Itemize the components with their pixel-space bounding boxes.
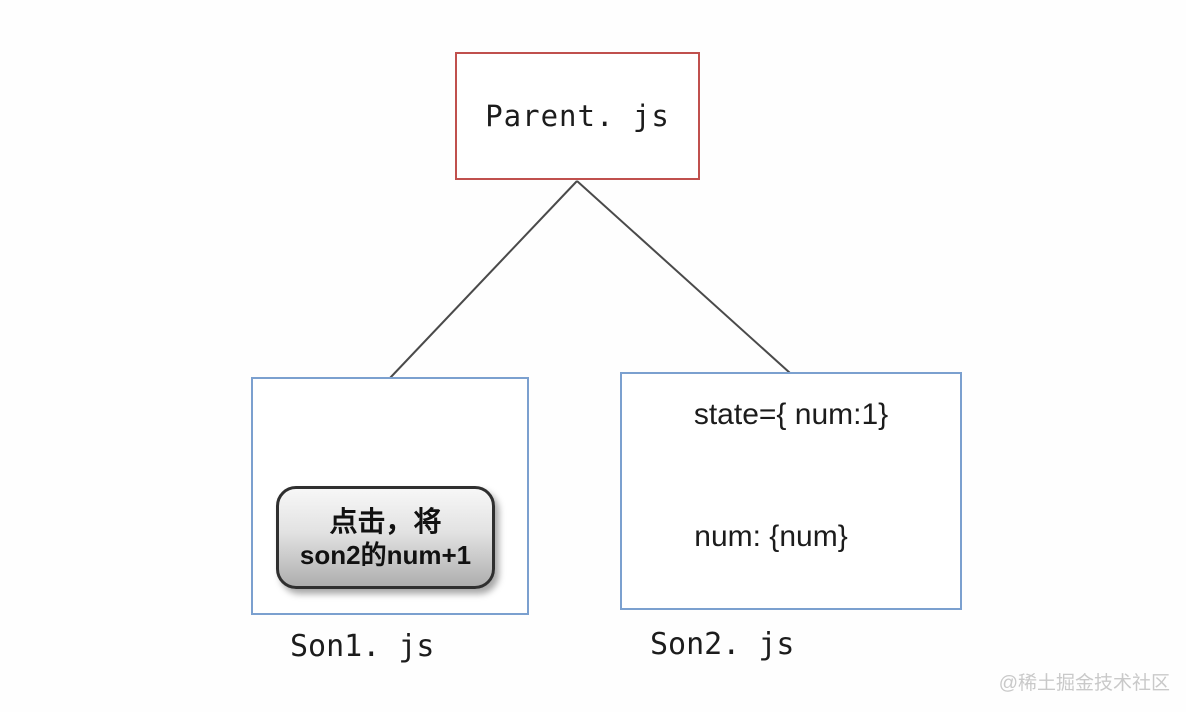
son2-caption: Son2. js (650, 627, 795, 662)
increment-num-button[interactable]: 点击，将 son2的num+1 (276, 486, 495, 589)
watermark-text: @稀土掘金技术社区 (998, 673, 1170, 694)
connector-parent-son2 (576, 180, 791, 374)
parent-node-title: Parent. js (485, 99, 670, 133)
son1-caption: Son1. js (290, 629, 435, 664)
son2-state-declaration: state={ num:1} (693, 398, 889, 431)
parent-node-box: Parent. js (455, 52, 700, 180)
son2-num-render: num: {num} (694, 520, 848, 553)
increment-button-label-line2: son2的num+1 (299, 539, 472, 570)
increment-button-label-line1: 点击，将 (329, 505, 442, 537)
son2-node-box: state={ num:1} num: {num} (620, 372, 962, 610)
connector-parent-son1 (389, 180, 578, 379)
